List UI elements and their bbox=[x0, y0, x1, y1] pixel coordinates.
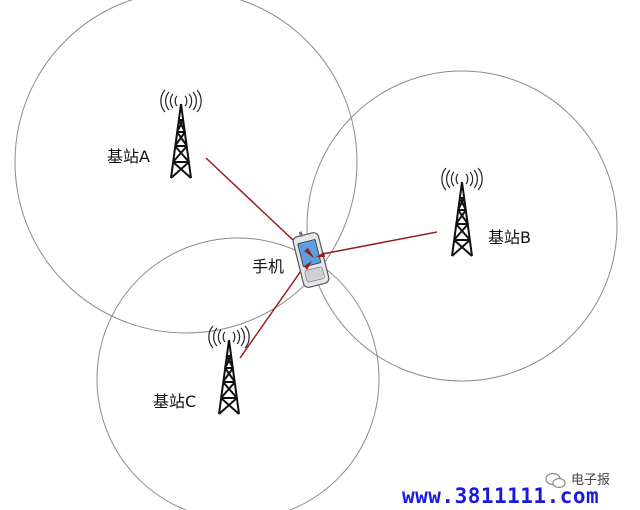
station-c-label: 基站C bbox=[153, 392, 196, 411]
coverage-circle-c bbox=[96, 237, 380, 510]
signal-line-b bbox=[311, 231, 438, 257]
station-b-label: 基站B bbox=[488, 228, 531, 247]
radio-tower-icon bbox=[207, 325, 251, 415]
coverage-circle-a bbox=[14, 0, 358, 334]
signal-arrows bbox=[304, 248, 325, 270]
brand-watermark: 电子报 bbox=[571, 473, 610, 488]
signal-line-c bbox=[239, 257, 311, 359]
wechat-logo-icon bbox=[545, 472, 566, 489]
mobile-phone-icon bbox=[292, 231, 330, 288]
phone-label: 手机 bbox=[252, 257, 284, 276]
coverage-circle-b bbox=[306, 70, 618, 382]
radio-tower-icon bbox=[440, 167, 484, 257]
site-url-watermark: www.3811111.com bbox=[402, 484, 599, 508]
station-a-label: 基站A bbox=[107, 147, 150, 166]
signal-line-a bbox=[205, 157, 311, 257]
radio-tower-icon bbox=[159, 89, 203, 179]
